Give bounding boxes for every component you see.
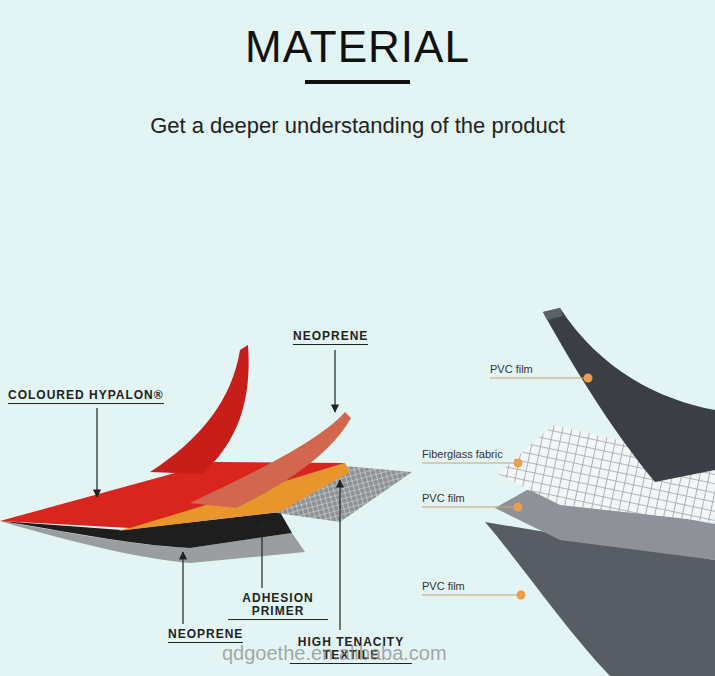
layer-label: Fiberglass fabric bbox=[422, 448, 503, 461]
hypalon-layers bbox=[0, 345, 412, 563]
layer-label: NEOPRENE bbox=[168, 628, 243, 643]
layer-label: COLOURED HYPALON® bbox=[8, 389, 164, 404]
layer-label: PVC film bbox=[422, 580, 465, 593]
watermark: qdgoethe.en.alibaba.com bbox=[222, 642, 447, 665]
pvc-layers bbox=[485, 308, 715, 676]
title-bar bbox=[305, 80, 410, 84]
layer-label: PVC film bbox=[422, 492, 465, 505]
subtitle: Get a deeper understanding of the produc… bbox=[0, 113, 715, 139]
callout-lines bbox=[422, 378, 585, 595]
layer-label: NEOPRENE bbox=[293, 330, 368, 345]
page-title: MATERIAL bbox=[0, 22, 715, 72]
layer-label: PVC film bbox=[490, 363, 533, 376]
callout-dots bbox=[514, 374, 593, 600]
layer-label: ADHESION PRIMER bbox=[228, 592, 328, 620]
